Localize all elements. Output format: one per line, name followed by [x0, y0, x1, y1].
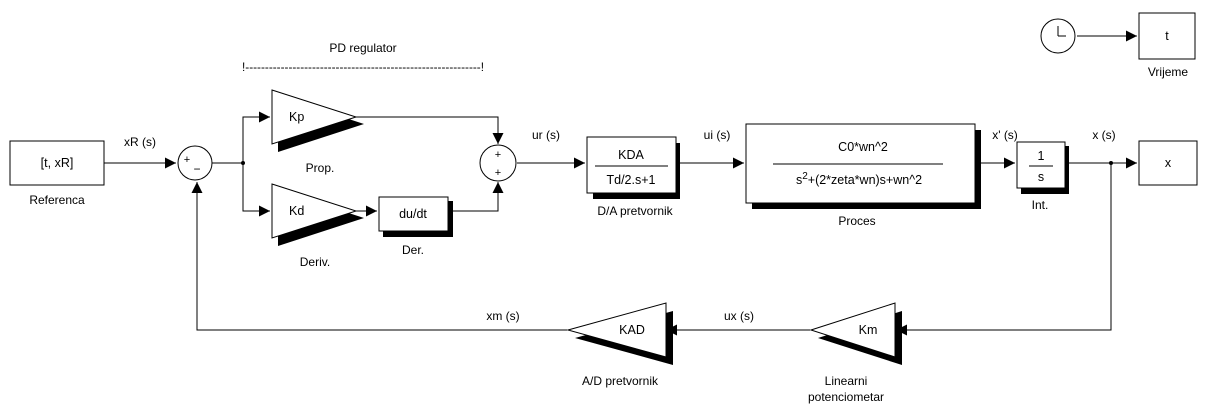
kd-gain-block[interactable]: Kd [271, 183, 364, 246]
sum2-plus-bottom: + [495, 167, 501, 179]
process-denominator: s2+(2*zeta*wn)s+wn^2 [796, 171, 922, 187]
signal-label-ui: ui (s) [704, 128, 731, 142]
kad-gain-content: KAD [619, 323, 645, 337]
potentiometer-label-line1: Linearni [825, 374, 868, 388]
kp-gain-block[interactable]: Kp [271, 89, 364, 152]
ad-converter-label: A/D pretvornik [582, 374, 659, 388]
process-block[interactable]: C0*wn^2 s2+(2*zeta*wn)s+wn^2 [745, 123, 981, 209]
da-denominator: Td/2.s+1 [607, 173, 656, 187]
wire-feedback-to-km [896, 163, 1112, 336]
kad-gain-block[interactable]: KAD [566, 302, 673, 365]
km-gain-block[interactable]: Km [809, 302, 902, 365]
derivative-block-content: du/dt [399, 207, 427, 221]
km-gain-content: Km [859, 323, 878, 337]
kd-gain-content: Kd [289, 204, 304, 218]
da-converter-block[interactable]: KDA Td/2.s+1 [586, 136, 680, 199]
wire-branch-to-kd [242, 163, 270, 217]
deriv-label: Deriv. [300, 255, 330, 269]
integrator-denominator: s [1038, 170, 1044, 184]
signal-label-ur: ur (s) [532, 128, 560, 142]
integrator-label: Int. [1032, 198, 1049, 212]
wire-branch-to-kp [242, 111, 270, 163]
prop-label: Prop. [306, 161, 335, 175]
time-display-block[interactable]: t [1138, 12, 1196, 60]
sum1-minus-sign: − [193, 162, 200, 176]
potentiometer-label-line2: potenciometar [808, 390, 884, 404]
signal-label-xr: xR (s) [124, 135, 156, 149]
process-numerator: C0*wn^2 [838, 140, 888, 154]
sum2-plus-top: + [495, 149, 501, 161]
signal-label-x: x (s) [1092, 128, 1115, 142]
sum1-plus-sign: + [184, 154, 190, 166]
da-numerator: KDA [618, 148, 644, 162]
wire-kad-to-sum1 [191, 182, 567, 331]
reference-block-content: [t, xR] [41, 156, 74, 170]
signal-label-ux: ux (s) [724, 309, 754, 323]
process-label: Proces [838, 214, 875, 228]
sum2-block[interactable]: + + [479, 144, 517, 182]
signal-wires [104, 30, 1137, 336]
output-display-block[interactable]: x [1138, 140, 1198, 186]
reference-label: Referenca [29, 193, 85, 207]
vrijeme-label: Vrijeme [1148, 65, 1189, 79]
derivative-block[interactable]: du/dt [378, 196, 453, 237]
reference-block[interactable]: [t, xR] [9, 140, 105, 186]
signal-label-xm: xm (s) [486, 309, 519, 323]
wire-kp-to-sum2 [356, 116, 504, 144]
signal-label-xprime: x' (s) [992, 128, 1018, 142]
integrator-block[interactable]: 1 s [1016, 141, 1069, 194]
integrator-numerator: 1 [1038, 149, 1045, 163]
time-display-content: t [1165, 29, 1169, 43]
kp-gain-content: Kp [289, 110, 304, 124]
pd-regulator-title: PD regulator [329, 41, 396, 55]
output-display-content: x [1165, 156, 1172, 170]
clock-icon[interactable] [1040, 18, 1076, 54]
der-label: Der. [402, 243, 424, 257]
sum1-block[interactable]: + − [177, 145, 213, 181]
pd-regulator-bracket: !---------------------------------------… [242, 60, 484, 74]
da-label: D/A pretvornik [597, 204, 673, 218]
wire-derivative-to-sum2 [448, 182, 504, 212]
